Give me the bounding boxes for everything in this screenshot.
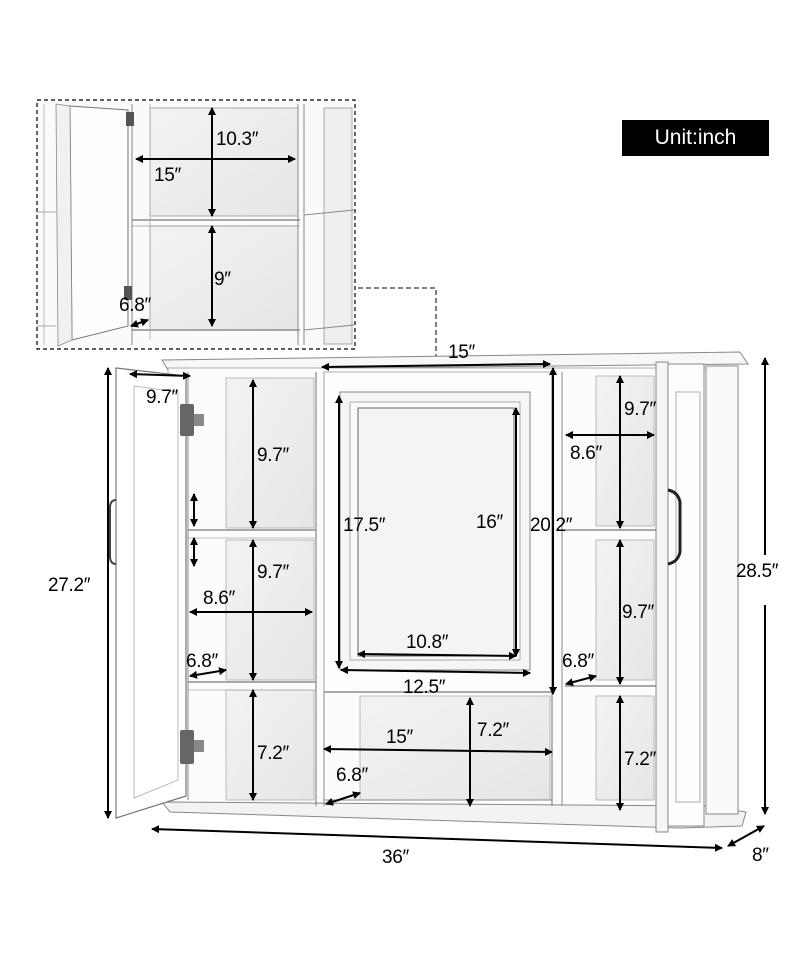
left-shelf-depth-label: 6.8″: [186, 651, 218, 672]
overall-width-label: 36″: [382, 847, 409, 868]
right-mid-shelf-height-label: 9.7″: [622, 602, 654, 623]
right-top-shelf-height-label: 9.7″: [624, 399, 656, 420]
overall-height-label: 28.5″: [736, 561, 779, 582]
center-bottom-width-label: 15″: [386, 727, 413, 748]
mirror-inner-height-label: 16″: [476, 512, 503, 533]
inset-depth-label: 6.8″: [119, 295, 151, 316]
center-bottom-depth-label: 6.8″: [336, 765, 368, 786]
left-door-width-label: 9.7″: [146, 387, 178, 408]
mirror-outer-width-label: 12.5″: [403, 677, 446, 698]
left-top-shelf-height-label: 9.7″: [257, 445, 289, 466]
inset-detail: [36, 99, 356, 350]
hinge-icon: [124, 286, 132, 300]
inset-height-bottom-label: 9″: [214, 269, 231, 290]
center-section-height-label: 20.2″: [530, 515, 573, 536]
right-bottom-height-label: 7.2″: [624, 749, 656, 770]
body-height-label: 27.2″: [48, 575, 91, 596]
overall-depth-label: 8″: [752, 845, 769, 866]
hinge-icon: [126, 112, 134, 126]
left-shelf-width-label: 8.6″: [203, 588, 235, 609]
center-top-width-label: 15″: [448, 342, 475, 363]
inset-height-top-label: 10.3″: [216, 129, 259, 150]
mirror-outer-height-label: 17.5″: [343, 515, 386, 536]
hinge-icon: [180, 404, 194, 436]
cabinet-body: [104, 351, 769, 852]
right-handle-icon: [667, 488, 682, 566]
left-handle-icon: [109, 499, 117, 565]
center-bottom-height-label: 7.2″: [477, 720, 509, 741]
mirror-inner-width-label: 10.8″: [406, 632, 449, 653]
right-shelf-depth-label: 6.8″: [562, 651, 594, 672]
unit-badge: Unit:inch: [622, 120, 769, 156]
left-mid-shelf-height-label: 9.7″: [257, 562, 289, 583]
right-shelf-width-label: 8.6″: [570, 443, 602, 464]
hinge-icon: [180, 730, 194, 764]
left-bottom-height-label: 7.2″: [257, 743, 289, 764]
inset-width-label: 15″: [154, 165, 181, 186]
